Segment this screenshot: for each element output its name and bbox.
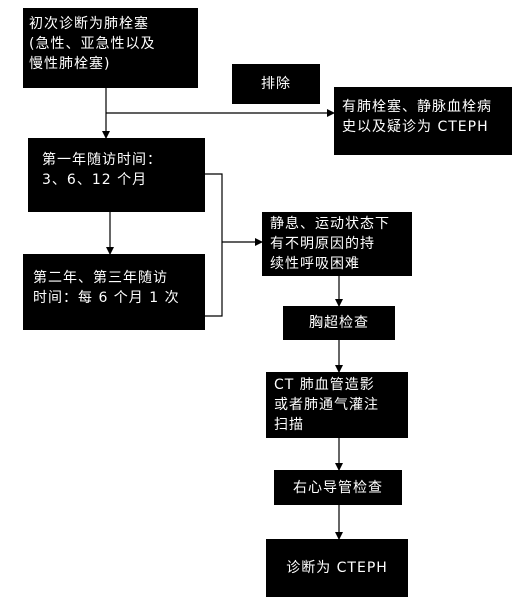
- node-first-year-followup: 第一年随访时间： 3、6、12 个月: [28, 138, 205, 212]
- initial-diagnosis-line-1: 初次诊断为肺栓塞: [29, 16, 149, 32]
- node-echo: 胸超检查: [283, 306, 395, 340]
- node-second-third-year-followup: 第二年、第三年随访 时间：每 6 个月 1 次: [23, 254, 205, 330]
- ct-line-1: CT 肺血管造影: [274, 377, 375, 393]
- second-year-line-2: 时间：每 6 个月 1 次: [33, 290, 180, 306]
- symptoms-line-2: 有不明原因的持: [270, 236, 375, 252]
- symptoms-line-3: 续性呼吸困难: [270, 256, 360, 272]
- node-diagnosis: 诊断为 CTEPH: [266, 539, 408, 597]
- node-history: 有肺栓塞、静脉血栓病 史以及疑诊为 CTEPH: [334, 87, 512, 155]
- node-initial-diagnosis: 初次诊断为肺栓塞 (急性、亚急性以及 慢性肺栓塞): [23, 8, 198, 88]
- exclude-label: 排除: [261, 76, 291, 92]
- node-ct: CT 肺血管造影 或者肺通气灌注 扫描: [266, 372, 408, 438]
- history-line-2: 史以及疑诊为 CTEPH: [342, 119, 489, 135]
- first-year-line-2: 3、6、12 个月: [42, 172, 148, 188]
- second-year-line-1: 第二年、第三年随访: [33, 270, 168, 286]
- diagnosis-label: 诊断为 CTEPH: [286, 560, 388, 576]
- first-year-line-1: 第一年随访时间：: [42, 152, 162, 168]
- history-line-1: 有肺栓塞、静脉血栓病: [342, 99, 492, 115]
- rhc-label: 右心导管检查: [293, 479, 383, 496]
- bracket-line: [205, 173, 223, 317]
- node-symptoms: 静息、运动状态下 有不明原因的持 续性呼吸困难: [262, 212, 412, 276]
- ct-line-2: 或者肺通气灌注: [274, 397, 379, 413]
- node-exclude: 排除: [232, 64, 320, 104]
- initial-diagnosis-line-2: (急性、亚急性以及: [29, 36, 156, 52]
- ct-line-3: 扫描: [274, 417, 304, 433]
- initial-diagnosis-line-3: 慢性肺栓塞): [29, 56, 111, 72]
- echo-label: 胸超检查: [309, 315, 369, 331]
- node-right-heart-catheterization: 右心导管检查: [274, 470, 402, 505]
- symptoms-line-1: 静息、运动状态下: [270, 216, 390, 232]
